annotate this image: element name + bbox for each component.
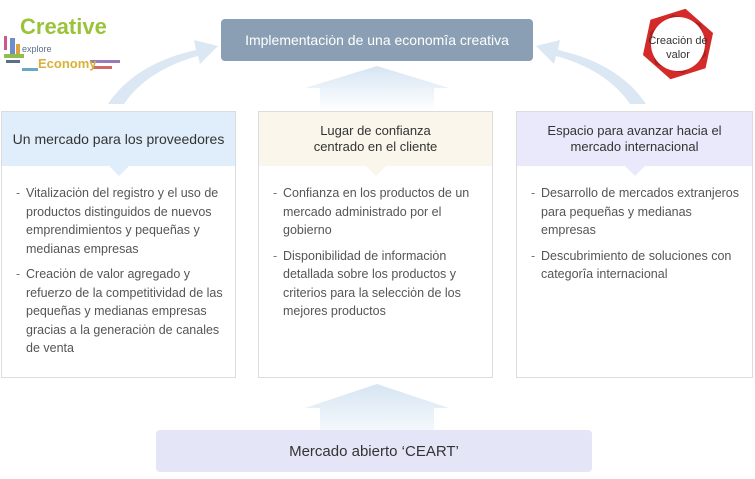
value-creation-label: Creaciȯn de valor xyxy=(648,35,708,61)
header-notch xyxy=(108,166,129,176)
column-header: Lugar de confianza centrado en el client… xyxy=(259,112,492,166)
column-list: Desarrollo de mercados extranjeros para … xyxy=(531,184,740,291)
column-suppliers-market: Un mercado para los proveedores Vitaliza… xyxy=(1,111,236,378)
right-curve-arrow xyxy=(536,40,646,104)
creative-economy-logo xyxy=(2,14,132,76)
column-trusted-place: Lugar de confianza centrado en el client… xyxy=(258,111,493,378)
list-item: Confianza en los productos de un mercado… xyxy=(273,184,480,240)
creative-economy-banner: Implementaciȯn de una economȋa creativa xyxy=(221,19,533,61)
column-header: Un mercado para los proveedores xyxy=(2,112,235,166)
column-list: Vitalizaciȯn del registro y el uso de pr… xyxy=(16,184,223,365)
list-item: Desarrollo de mercados extranjeros para … xyxy=(531,184,740,240)
column-header: Espacio para avanzar hacia el mercado in… xyxy=(517,112,752,166)
bottom-up-arrow xyxy=(305,384,449,430)
header-notch xyxy=(624,166,645,176)
center-up-arrow xyxy=(305,66,449,111)
logo-word-explore: explore xyxy=(22,44,52,54)
column-title: Un mercado para los proveedores xyxy=(12,131,225,147)
list-item: Descubrimiento de soluciones con categor… xyxy=(531,247,740,284)
open-market-ceart-banner: Mercado abierto ‘CEART’ xyxy=(156,430,592,472)
header-notch xyxy=(365,166,386,176)
column-list: Confianza en los productos de un mercado… xyxy=(273,184,480,328)
column-title: Espacio para avanzar hacia el mercado in… xyxy=(547,123,722,154)
top-banner-label: Implementaciȯn de una economȋa creativa xyxy=(245,32,509,48)
list-item: Creaciȯn de valor agregado y refuerzo de… xyxy=(16,265,223,358)
logo-word-economy: Economy xyxy=(38,56,97,71)
bottom-banner-label: Mercado abierto ‘CEART’ xyxy=(289,442,459,460)
left-curve-arrow xyxy=(108,40,218,104)
value-creation-logo-icon xyxy=(642,8,714,80)
column-title: Lugar de confianza centrado en el client… xyxy=(313,123,438,154)
list-item: Disponibilidad de informaciȯn detallada … xyxy=(273,247,480,321)
column-international-market: Espacio para avanzar hacia el mercado in… xyxy=(516,111,753,378)
word-cloud-icon xyxy=(4,36,120,71)
logo-word-creative: Creative xyxy=(20,14,107,39)
list-item: Vitalizaciȯn del registro y el uso de pr… xyxy=(16,184,223,258)
